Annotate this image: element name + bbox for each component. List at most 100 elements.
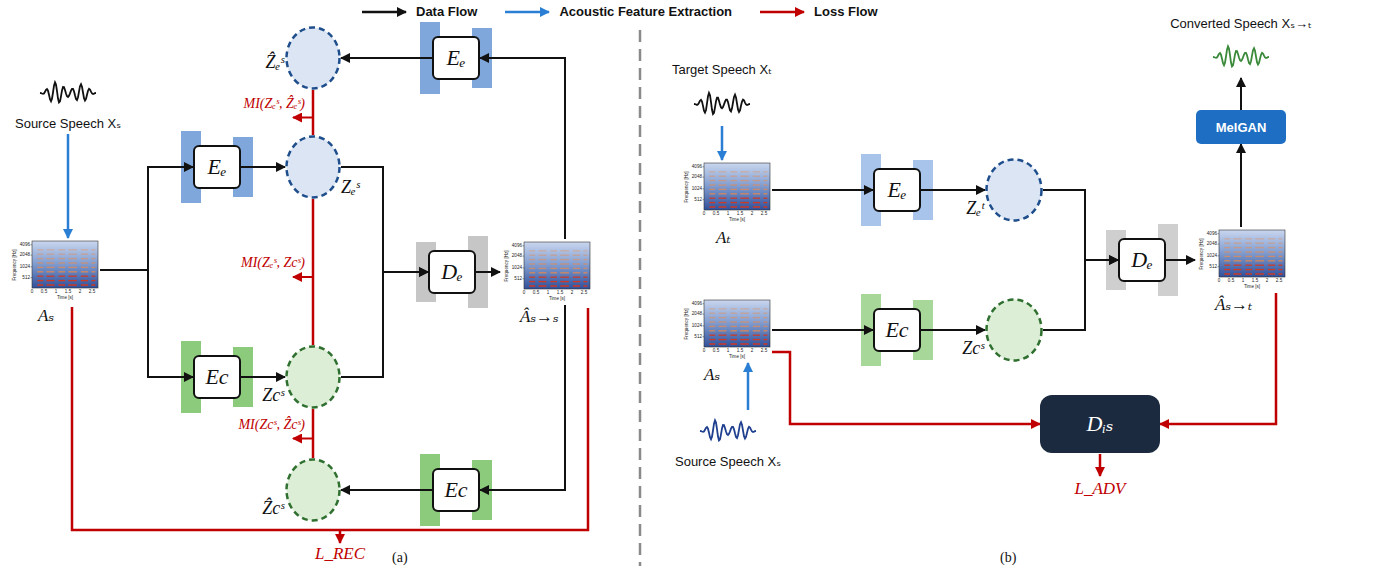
harmonic-stroke bbox=[81, 267, 88, 268]
connector bbox=[341, 57, 432, 59]
tick-mark bbox=[523, 267, 525, 268]
tick-label: 512 bbox=[1195, 264, 1217, 270]
harmonic-stroke bbox=[740, 343, 749, 344]
latent-label: Zcˢ bbox=[262, 385, 284, 406]
harmonic-stroke bbox=[763, 184, 767, 185]
encoder-decoder-box: Eₑ bbox=[432, 36, 480, 80]
harmonic-stroke bbox=[719, 193, 727, 194]
harmonic-stroke bbox=[730, 193, 737, 194]
harmonic-stroke bbox=[47, 249, 55, 250]
harmonic-stroke bbox=[550, 268, 557, 269]
latent-label: Ẑcˢ bbox=[262, 498, 284, 519]
waveform-trace bbox=[694, 93, 750, 114]
harmonic-stroke bbox=[1234, 265, 1242, 266]
harmonic-stroke bbox=[58, 262, 65, 263]
reconstruction-loss-arrow bbox=[339, 530, 342, 543]
latent-ellipse: Zcˢ bbox=[985, 298, 1043, 362]
harmonic-stroke bbox=[709, 171, 715, 172]
latent-ellipse: Zₑᵗ bbox=[985, 158, 1043, 222]
harmonic-stroke bbox=[753, 175, 760, 176]
tick-label: 0 bbox=[696, 211, 712, 217]
harmonic-stroke bbox=[1234, 247, 1242, 248]
harmonic-stroke bbox=[709, 180, 715, 181]
harmonic-stroke bbox=[719, 308, 727, 309]
harmonic-stroke bbox=[1278, 260, 1282, 261]
harmonic-stroke bbox=[763, 335, 767, 336]
harmonic-stroke bbox=[763, 343, 767, 344]
connector bbox=[1043, 260, 1118, 330]
spectrogram-frame bbox=[32, 241, 98, 288]
harmonic-stroke bbox=[763, 202, 767, 203]
harmonic-stroke bbox=[583, 285, 587, 286]
harmonic-stroke bbox=[573, 285, 580, 286]
tick-label: 1024 bbox=[680, 323, 702, 329]
panel-tag: (a) bbox=[392, 550, 408, 566]
harmonic-stroke bbox=[763, 197, 767, 198]
spectrogram: AₜFrequency [Hz]Time [s]4096204810245120… bbox=[680, 160, 772, 226]
tick-label: 1.5 bbox=[732, 348, 748, 354]
harmonic-stroke bbox=[740, 308, 749, 309]
harmonic-stroke bbox=[740, 189, 749, 190]
harmonic-stroke bbox=[730, 175, 737, 176]
tick-mark bbox=[31, 277, 33, 278]
tick-label: 0.5 bbox=[708, 211, 724, 217]
harmonic-stroke bbox=[1245, 265, 1252, 266]
harmonic-stroke bbox=[91, 258, 95, 259]
tick-mark bbox=[1218, 266, 1220, 267]
tick-label: 0 bbox=[24, 289, 40, 295]
module-name: Ec bbox=[205, 364, 228, 390]
harmonic-stroke bbox=[529, 277, 535, 278]
harmonic-stroke bbox=[709, 202, 715, 203]
harmonic-stroke bbox=[730, 339, 737, 340]
harmonic-stroke bbox=[1255, 238, 1264, 239]
harmonic-stroke bbox=[753, 180, 760, 181]
harmonic-stroke bbox=[91, 262, 95, 263]
harmonic-stroke bbox=[1255, 273, 1264, 274]
harmonic-stroke bbox=[740, 313, 749, 314]
ellipse-outline bbox=[985, 158, 1043, 222]
spectrogram-plot bbox=[524, 242, 590, 289]
spectrogram: AₛFrequency [Hz]Time [s]4096204810245120… bbox=[8, 238, 100, 304]
spectrogram-plot bbox=[704, 163, 770, 210]
harmonic-stroke bbox=[550, 272, 557, 273]
vocoder-box: MelGAN bbox=[1196, 110, 1286, 144]
harmonic-stroke bbox=[573, 272, 580, 273]
harmonic-stroke bbox=[1268, 273, 1275, 274]
discriminator-box: Dᵢₛ bbox=[1040, 395, 1160, 453]
harmonic-stroke bbox=[753, 184, 760, 185]
ellipse-shape bbox=[287, 460, 340, 521]
spectrogram: AₛFrequency [Hz]Time [s]4096204810245120… bbox=[680, 297, 772, 363]
mi-branch-arrow bbox=[293, 117, 312, 119]
tick-label: 1 bbox=[720, 211, 736, 217]
harmonic-stroke bbox=[709, 321, 715, 322]
harmonic-stroke bbox=[91, 249, 95, 250]
tick-mark bbox=[1218, 244, 1220, 245]
harmonic-stroke bbox=[560, 277, 569, 278]
harmonic-stroke bbox=[1278, 238, 1282, 239]
axis-title: Time [s] bbox=[704, 217, 770, 223]
spectrogram-frame bbox=[524, 242, 590, 289]
loss-label: L_REC bbox=[315, 544, 365, 564]
harmonic-stroke bbox=[730, 343, 737, 344]
module-name: Ec bbox=[885, 317, 908, 343]
harmonic-stroke bbox=[529, 259, 535, 260]
mi-branch-arrow bbox=[293, 276, 312, 278]
harmonic-stroke bbox=[709, 326, 715, 327]
harmonic-stroke bbox=[47, 262, 55, 263]
tick-mark bbox=[703, 336, 705, 337]
harmonic-stroke bbox=[573, 281, 580, 282]
harmonic-stroke bbox=[709, 330, 715, 331]
harmonic-stroke bbox=[730, 189, 737, 190]
connector bbox=[747, 363, 750, 410]
harmonic-stroke bbox=[560, 250, 569, 251]
harmonic-stroke bbox=[1268, 269, 1275, 270]
harmonic-stroke bbox=[709, 184, 715, 185]
harmonic-stroke bbox=[550, 259, 557, 260]
connector bbox=[772, 352, 1040, 424]
harmonic-stroke bbox=[47, 258, 55, 259]
tick-label: 2048 bbox=[8, 252, 30, 258]
harmonic-stroke bbox=[709, 313, 715, 314]
harmonic-stroke bbox=[730, 335, 737, 336]
harmonic-stroke bbox=[47, 267, 55, 268]
harmonic-stroke bbox=[719, 184, 727, 185]
